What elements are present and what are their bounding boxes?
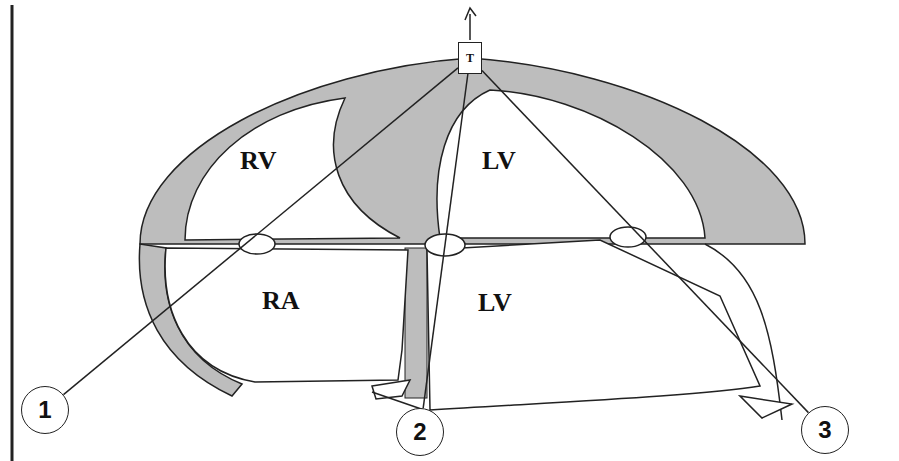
chamber-label: RA	[262, 288, 300, 314]
page-border	[11, 5, 14, 461]
vein-flap	[740, 396, 792, 418]
callout-circle: 3	[801, 406, 849, 454]
beam-line	[63, 68, 458, 395]
ventricle-wall	[140, 58, 805, 244]
transducer-box: T	[458, 42, 482, 74]
ra-cavity	[165, 248, 408, 382]
callout-number: 3	[818, 418, 831, 442]
chamber-label: LV	[482, 148, 516, 174]
rv-cavity	[185, 98, 400, 240]
vein-flap	[372, 380, 410, 399]
chamber-label: LV	[478, 290, 512, 316]
beam-line	[423, 74, 468, 408]
outer-wall-line	[705, 244, 782, 420]
chamber-label: RV	[240, 148, 277, 174]
transducer-cable	[465, 8, 476, 40]
transducer-label: T	[466, 52, 474, 64]
callout-circle: 2	[396, 408, 444, 456]
la-cavity	[427, 240, 760, 410]
beam-line	[482, 71, 808, 413]
atrial-septum	[405, 248, 427, 398]
callout-number: 1	[38, 398, 51, 422]
callout-number: 2	[413, 420, 426, 444]
callout-circle: 1	[21, 386, 69, 434]
